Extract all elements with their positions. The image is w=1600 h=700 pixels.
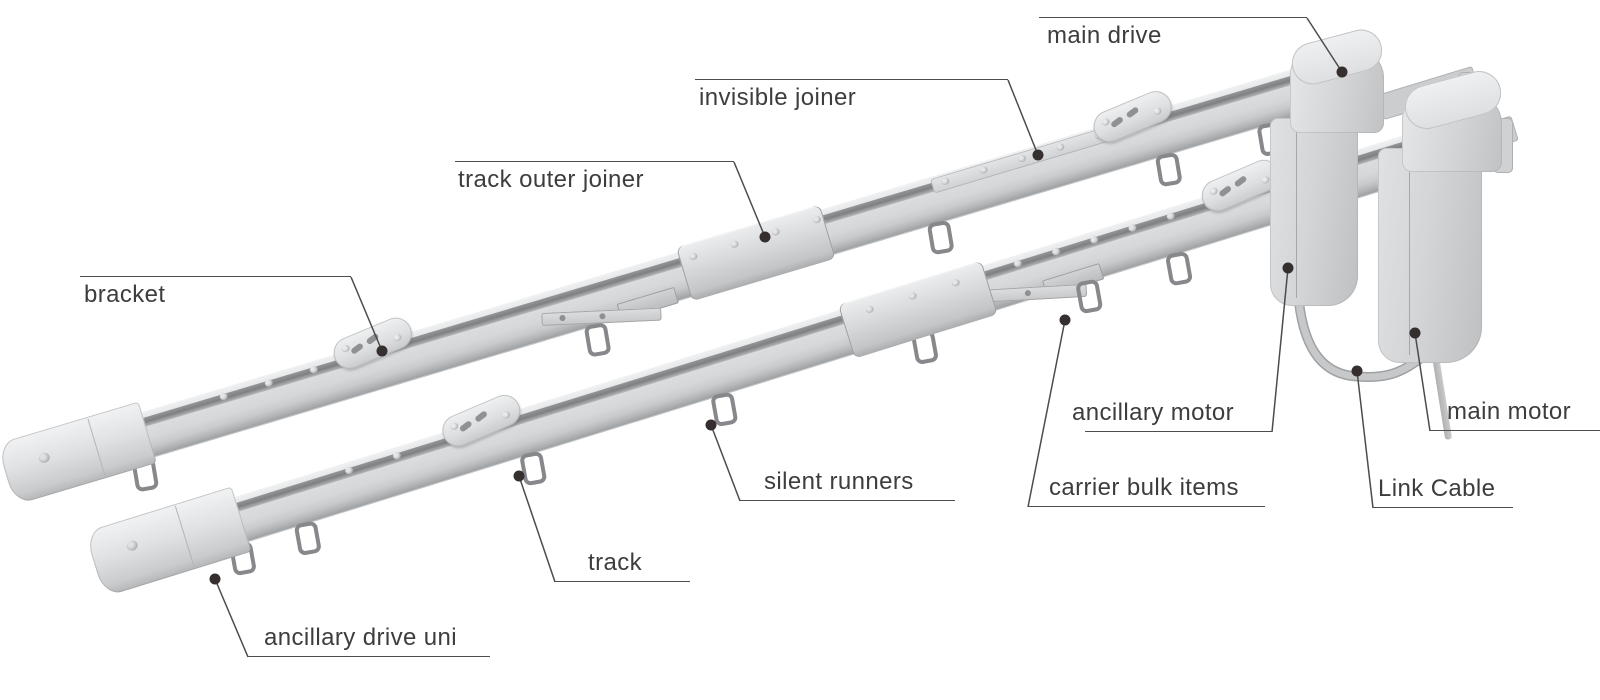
runner-hook <box>1164 250 1194 287</box>
ancillary-motor-body <box>1270 118 1358 306</box>
label-ancillary-motor: ancillary motor <box>1072 399 1272 432</box>
screw-icon <box>125 539 139 552</box>
label-carrier-bulk-items: carrier bulk items <box>1028 474 1265 507</box>
runner-hook <box>1075 278 1104 315</box>
screw-icon <box>340 343 351 354</box>
runner-hook <box>1154 151 1183 188</box>
runner-hook <box>710 391 739 428</box>
label-main-motor: main motor <box>1430 398 1600 431</box>
runner-hook <box>926 219 955 256</box>
leader-ancillary-drive-uni <box>214 578 249 658</box>
label-link-cable: Link Cable <box>1373 475 1513 508</box>
label-invisible-joiner: invisible joiner <box>695 79 1008 112</box>
leader-invisible-joiner <box>1007 79 1039 156</box>
screw-icon <box>1208 186 1219 197</box>
ancillary-drive-unit <box>84 486 252 598</box>
dot-carrier-bulk-items <box>1059 314 1071 326</box>
back-end-cap <box>0 401 157 506</box>
screw-icon <box>1100 117 1111 127</box>
dot-ancillary-drive-uni <box>209 573 221 585</box>
label-track: track <box>555 549 690 582</box>
label-track-outer-joiner: track outer joiner <box>455 161 734 194</box>
label-ancillary-drive-uni: ancillary drive uni <box>248 624 490 657</box>
main-motor-body <box>1378 148 1482 363</box>
screw-icon <box>37 451 51 465</box>
label-bracket: bracket <box>80 276 351 309</box>
screw-icon <box>501 410 512 420</box>
runner-hook <box>293 520 322 557</box>
dot-link-cable <box>1351 365 1363 377</box>
screw-icon <box>392 333 403 343</box>
label-main-drive: main drive <box>1039 17 1307 50</box>
runner-hook <box>519 450 548 487</box>
screw-icon <box>449 421 460 432</box>
screw-icon <box>1152 106 1163 117</box>
leader-silent-runners <box>710 424 741 502</box>
leader-link-cable <box>1356 370 1374 509</box>
front-track <box>84 132 1427 598</box>
runner-hook <box>583 322 612 358</box>
label-silent-runners: silent runners <box>740 468 955 501</box>
leader-track <box>518 475 556 583</box>
